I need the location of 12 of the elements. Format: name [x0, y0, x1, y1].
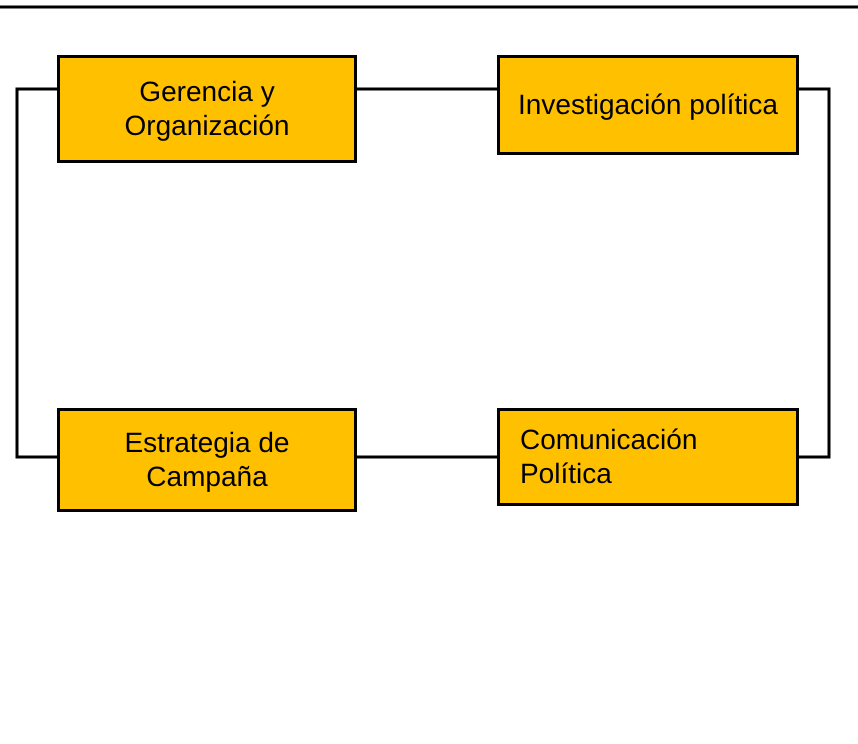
connector-line: [357, 88, 497, 90]
box-label: Estrategia de Campaña: [124, 426, 290, 494]
process-box: [497, 408, 799, 506]
connector-line: [357, 456, 497, 458]
process-box: [57, 55, 357, 163]
box-label: Investigación política: [518, 88, 778, 122]
process-box: [57, 408, 357, 512]
box-label: Comunicación Política: [520, 423, 698, 491]
connector-line: [799, 88, 830, 458]
box-label: Gerencia y Organización: [124, 75, 290, 143]
process-box: [497, 55, 799, 155]
connector-line: [16, 88, 57, 458]
